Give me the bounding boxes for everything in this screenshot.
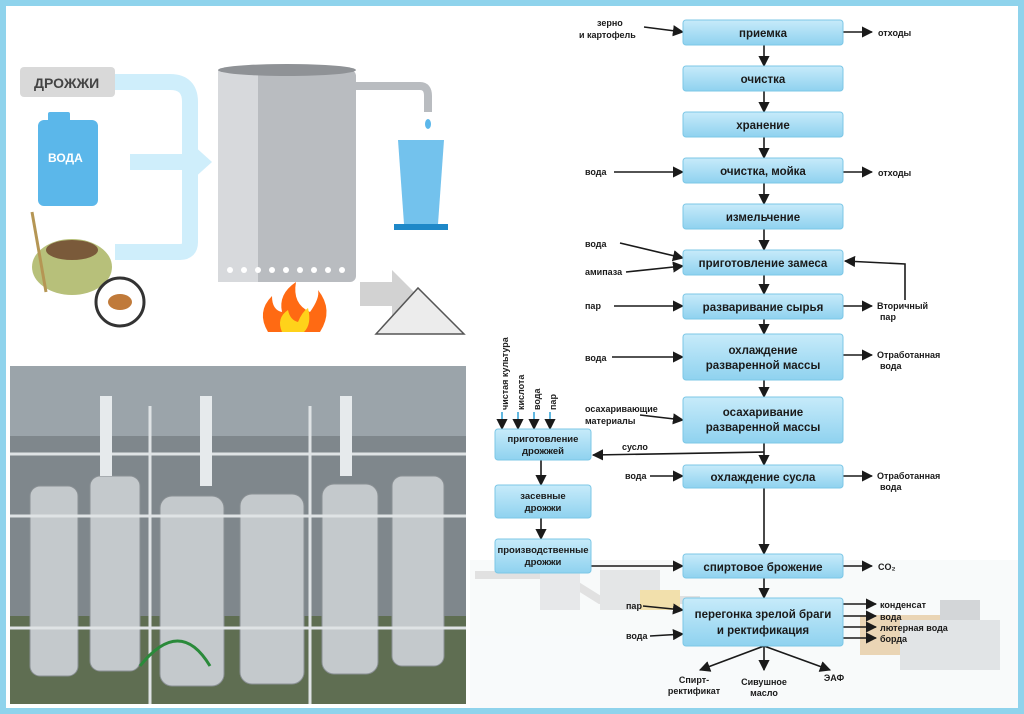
water-canister — [38, 120, 98, 206]
step-seed-yeast-line2: дрожжи — [525, 503, 562, 514]
box-wort-cooling — [682, 464, 844, 489]
input-water-distill: вода — [626, 631, 649, 641]
input-steam-distill: пар — [626, 601, 642, 611]
box-cooling — [682, 333, 844, 381]
powder-pile — [374, 286, 466, 335]
fire-icon — [262, 282, 327, 332]
step-seed-yeast-line1: засевные — [520, 491, 565, 502]
input-sacch-materials-line1: осахаривающие — [585, 404, 658, 414]
factory-photo-svg — [10, 366, 466, 704]
yeast-label: ДРОЖЖИ — [34, 75, 99, 91]
step-prod-yeast-line2: дрожжи — [525, 557, 562, 568]
output-condensate: конденсат — [880, 600, 927, 610]
output-vinasse: борда — [880, 634, 908, 644]
box-saccharification — [682, 396, 844, 444]
step-prod-yeast-line1: производственные — [497, 545, 588, 556]
yeast-tag — [20, 67, 115, 97]
input-water-cooling: вода — [585, 353, 608, 363]
output-spent-water-b-line1: Отработанная — [877, 471, 940, 481]
water-label: ВОДА — [48, 151, 83, 165]
step-washing: очистка, мойка — [720, 166, 806, 178]
output-fusel-line2: масло — [750, 688, 778, 698]
flow-arrow-head — [192, 144, 212, 180]
box-yeast-prep — [494, 428, 592, 461]
box-fermentation — [682, 553, 844, 579]
output-co2: CO₂ — [878, 562, 896, 572]
step-distill-line2: и ректификация — [717, 625, 809, 637]
box-washing — [682, 157, 844, 184]
step-distill-line1: перегонка зрелой браги — [695, 609, 832, 621]
box-production-yeast — [494, 538, 592, 574]
glass-icon — [398, 140, 444, 224]
output-fusel-line1: Сивушное — [741, 677, 787, 687]
input-steam-yeast: пар — [548, 394, 558, 410]
output-water: вода — [880, 612, 903, 622]
step-cooling-line2: разваренной массы — [706, 360, 821, 372]
step-wort-cooling: охлаждение сусла — [711, 472, 816, 484]
output-waste-2: отходы — [878, 168, 912, 178]
output-spent-water-b-line2: вода — [880, 482, 903, 492]
box-storage — [682, 111, 844, 138]
flowchart-svg: чистая культура кислота вода пар — [470, 18, 1018, 708]
input-water-yeast: вода — [532, 387, 542, 410]
factory-photo — [10, 366, 466, 704]
box-mash-prep — [682, 249, 844, 276]
output-spent-water-a-line2: вода — [880, 361, 903, 371]
step-fermentation: спиртовое брожение — [703, 562, 822, 574]
flow-arrows — [535, 25, 906, 672]
box-distillation — [682, 597, 844, 647]
input-acid: кислота — [516, 374, 526, 410]
process-flowchart: чистая культура кислота вода пар — [470, 6, 1018, 708]
box-grinding — [682, 203, 844, 230]
process-illustration: ДРОЖЖИ ВОДА — [20, 12, 466, 340]
input-water-wort: вода — [625, 471, 648, 481]
output-secondary-steam-line2: пар — [880, 312, 896, 322]
box-boiling — [682, 293, 844, 320]
input-grain-line2: и картофель — [579, 30, 636, 40]
step-grinding: измельчение — [726, 212, 800, 224]
illustration-svg: ДРОЖЖИ ВОДА — [20, 64, 466, 335]
output-rect-spirit-line2: ректификат — [668, 686, 721, 696]
output-spent-water-a-line1: Отработанная — [877, 350, 940, 360]
output-lutter-water: лютерная вода — [880, 623, 949, 633]
step-cleaning: очистка — [741, 74, 786, 86]
step-sacch-line2: разваренной массы — [706, 422, 821, 434]
box-receiving — [682, 19, 844, 46]
box-seed-yeast — [494, 484, 592, 519]
flow-arrow-path — [110, 74, 198, 260]
step-yeast-prep-line2: дрожжей — [522, 446, 564, 457]
output-waste-1: отходы — [878, 28, 912, 38]
input-grain-line1: зерно — [597, 18, 623, 28]
output-eaf: ЭАФ — [824, 673, 845, 683]
process-boxes — [494, 19, 844, 647]
step-yeast-prep-line1: приготовление — [508, 434, 579, 445]
outlet-pipe — [356, 82, 432, 112]
yeast-inputs — [496, 412, 556, 431]
output-secondary-steam-line1: Вторичный — [877, 301, 928, 311]
step-mash-prep: приготовление замеса — [699, 258, 828, 270]
input-water-washing: вода — [585, 167, 608, 177]
output-rect-spirit-line1: Спирт- — [679, 675, 709, 685]
input-sacch-materials-line2: материалы — [585, 416, 636, 426]
step-receiving: приемка — [739, 28, 788, 40]
input-steam-boil: пар — [585, 301, 601, 311]
box-cleaning — [682, 65, 844, 92]
input-amylase: амипаза — [585, 267, 623, 277]
step-cooling-line1: охлаждение — [728, 345, 797, 357]
step-boiling: разваривание сырья — [703, 302, 824, 314]
input-water-mash: вода — [585, 239, 608, 249]
step-sacch-line1: осахаривание — [723, 407, 803, 419]
step-storage: хранение — [736, 120, 790, 132]
input-pure-culture: чистая культура — [500, 336, 510, 410]
input-wort: сусло — [622, 442, 648, 452]
